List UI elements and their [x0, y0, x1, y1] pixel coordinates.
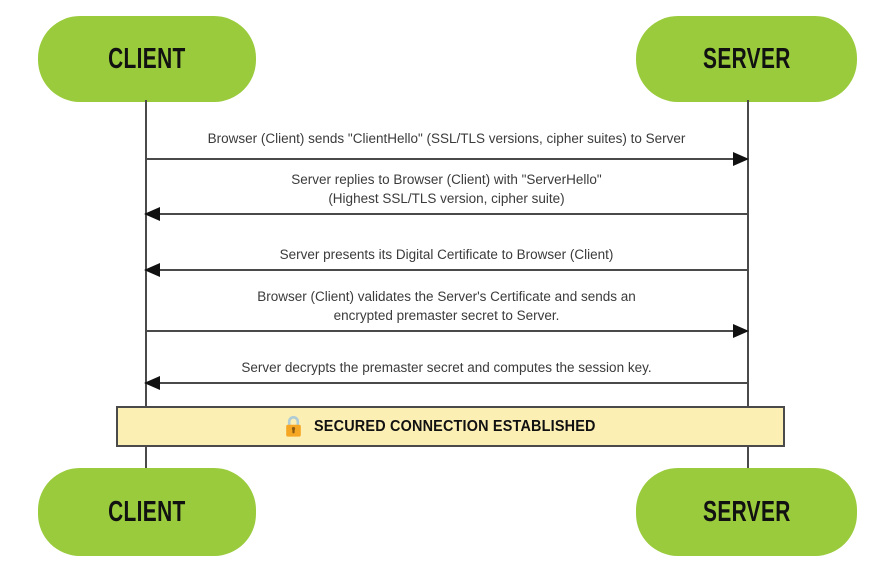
message-3-arrow [144, 263, 748, 277]
secured-connection-banner[interactable]: SECURED CONNECTION ESTABLISHED [116, 406, 785, 447]
message-1-label: Browser (Client) sends "ClientHello" (SS… [207, 131, 686, 146]
actor-server-bottom[interactable]: SERVER [636, 468, 857, 556]
arrow-head-right-icon [733, 152, 749, 166]
message-5-label: Server decrypts the premaster secret and… [241, 360, 652, 375]
message-3-label: Server presents its Digital Certificate … [279, 247, 614, 262]
actor-client-top-label: CLIENT [108, 42, 186, 75]
lifeline-server [747, 100, 749, 470]
lock-icon [286, 416, 301, 437]
lifeline-client [145, 100, 147, 470]
message-2-label: Server replies to Browser (Client) with … [291, 172, 602, 206]
actor-client-bottom[interactable]: CLIENT [38, 468, 256, 556]
actor-server-top-label: SERVER [702, 42, 791, 75]
message-5-arrow [144, 376, 748, 390]
actor-server-bottom-label: SERVER [702, 495, 791, 528]
message-1-arrow [145, 152, 749, 166]
arrow-head-left-icon [144, 263, 160, 277]
secured-connection-label: SECURED CONNECTION ESTABLISHED [314, 417, 596, 435]
arrow-head-left-icon [144, 207, 160, 221]
message-4-arrow [145, 324, 749, 338]
actor-client-bottom-label: CLIENT [108, 495, 186, 528]
message-2-arrow [144, 207, 748, 221]
actor-server-top[interactable]: SERVER [636, 16, 857, 102]
arrow-head-right-icon [733, 324, 749, 338]
actor-client-top[interactable]: CLIENT [38, 16, 256, 102]
arrow-head-left-icon [144, 376, 160, 390]
message-4-label: Browser (Client) validates the Server's … [257, 289, 636, 323]
